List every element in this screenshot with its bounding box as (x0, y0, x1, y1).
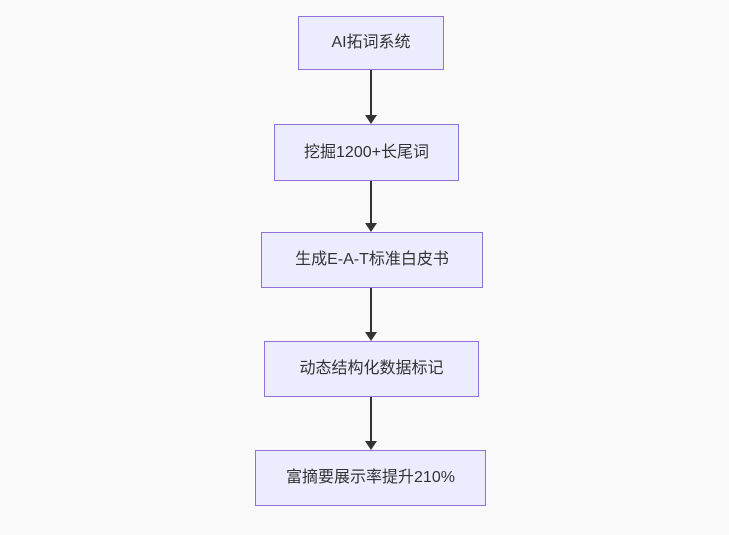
flow-edge-4 (364, 397, 377, 450)
flow-node-ai-word-expansion-system: AI拓词系统 (298, 16, 444, 70)
arrowhead-down-icon (364, 332, 377, 341)
flow-node-label: 生成E-A-T标准白皮书 (295, 251, 449, 268)
arrowhead-down-icon (364, 441, 377, 450)
flow-node-label: 富摘要展示率提升210% (286, 469, 455, 486)
arrowhead-down-icon (364, 115, 377, 124)
arrow-line (369, 288, 372, 332)
flow-node-label: 动态结构化数据标记 (299, 360, 444, 377)
flow-edge-1 (364, 70, 377, 124)
arrow-line (369, 70, 372, 115)
arrow-line (369, 397, 372, 441)
flow-node-dynamic-structured-data-markup: 动态结构化数据标记 (264, 341, 479, 397)
flow-node-mine-longtail-keywords: 挖掘1200+长尾词 (274, 124, 459, 181)
arrowhead-down-icon (364, 223, 377, 232)
flow-node-label: AI拓词系统 (331, 34, 411, 51)
flow-node-generate-eat-whitepaper: 生成E-A-T标准白皮书 (261, 232, 483, 288)
flow-edge-3 (364, 288, 377, 341)
flow-edge-2 (364, 181, 377, 232)
flow-node-rich-snippet-rate-increase: 富摘要展示率提升210% (255, 450, 486, 506)
flow-node-label: 挖掘1200+长尾词 (304, 143, 429, 161)
arrow-line (369, 181, 372, 223)
